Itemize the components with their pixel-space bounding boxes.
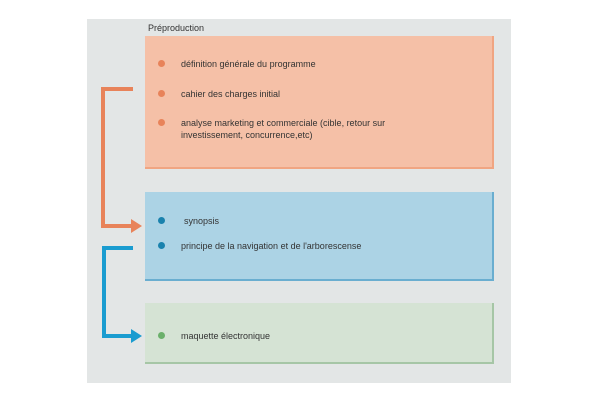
list-item-continuation: investissement, concurrence,etc) [181,130,313,140]
stage-box-concept [145,192,494,281]
list-item: cahier des charges initial [181,89,281,99]
stage-box-preproduction-analysis [145,36,494,169]
list-item: définition générale du programme [181,59,316,69]
list-item: principe de la navigation et de l'arbore… [181,241,362,251]
connector-arrow-stage2-to-stage3 [102,246,142,343]
bullet-icon [158,90,165,97]
connector-arrow-stage1-to-stage2 [101,87,142,233]
bullet-icon [158,332,165,339]
list-item: maquette électronique [181,331,271,341]
bullet-icon [158,242,165,249]
list-item: synopsis [184,216,220,226]
diagram-title: Préproduction [148,23,205,33]
bullet-icon [158,60,165,67]
bullet-icon [158,119,165,126]
stage-box-prototype [145,303,494,364]
list-item: analyse marketing et commerciale (cible,… [181,118,386,128]
bullet-icon [158,217,165,224]
